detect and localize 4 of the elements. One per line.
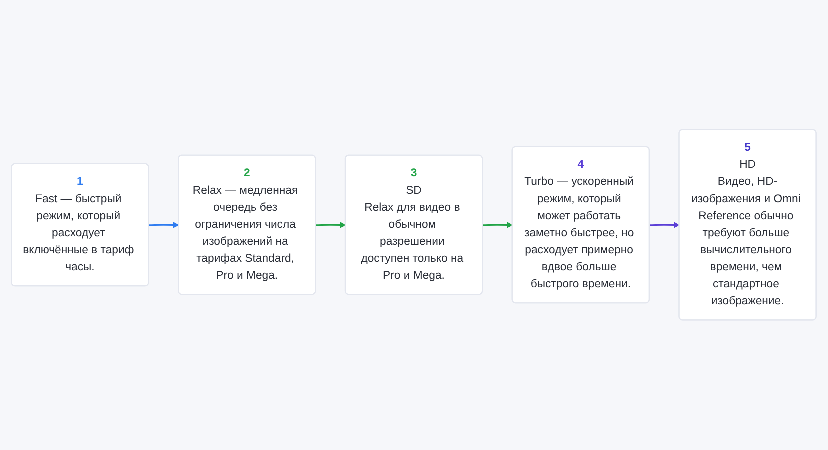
- arrow: [316, 222, 346, 228]
- arrow: [650, 222, 680, 228]
- arrow: [149, 222, 180, 228]
- arrow: [482, 222, 513, 228]
